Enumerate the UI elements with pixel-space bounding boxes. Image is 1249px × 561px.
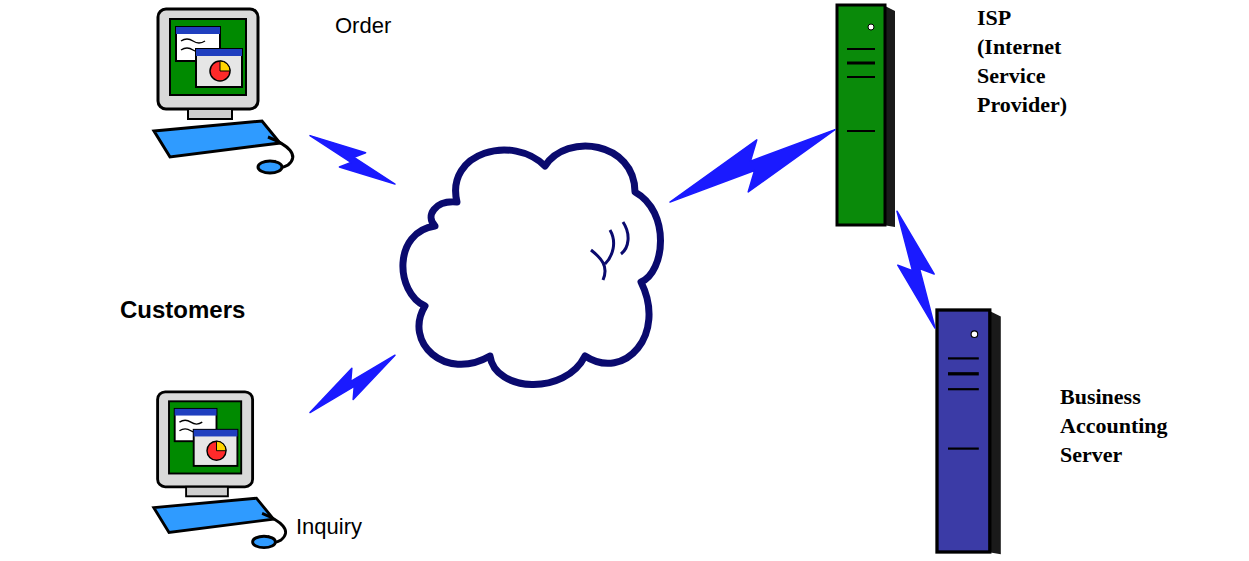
cloud-detail: [591, 222, 628, 280]
cloud-shape: [403, 146, 661, 384]
computer-icon: [154, 392, 286, 548]
customer-computer: Inquiry: [150, 388, 310, 545]
group-label: Customers: [120, 296, 245, 324]
lightning-link: [670, 130, 835, 202]
server-icon: [837, 5, 895, 227]
node-label: Order: [335, 13, 455, 39]
edge-group: [897, 211, 935, 328]
lightning-link: [897, 211, 935, 328]
lightning-link: [310, 136, 395, 184]
edge-group: [310, 355, 395, 412]
isp-server: ISP (Internet Service Provider): [835, 5, 897, 227]
computer-icon: [154, 9, 293, 173]
node-label: ISP (Internet Service Provider): [977, 3, 1089, 119]
edge-group: [310, 136, 395, 184]
server-icon: [937, 310, 1001, 554]
edge-group: [670, 130, 835, 202]
customer-computer: Order: [150, 5, 310, 175]
accounting-server: Business Accounting Server: [935, 310, 1003, 555]
cloud-outline: [395, 130, 670, 395]
lightning-link: [310, 355, 395, 412]
node-label: Inquiry: [296, 514, 416, 540]
node-label: Business Accounting Server: [1060, 382, 1185, 469]
internet-cloud: [395, 130, 670, 395]
